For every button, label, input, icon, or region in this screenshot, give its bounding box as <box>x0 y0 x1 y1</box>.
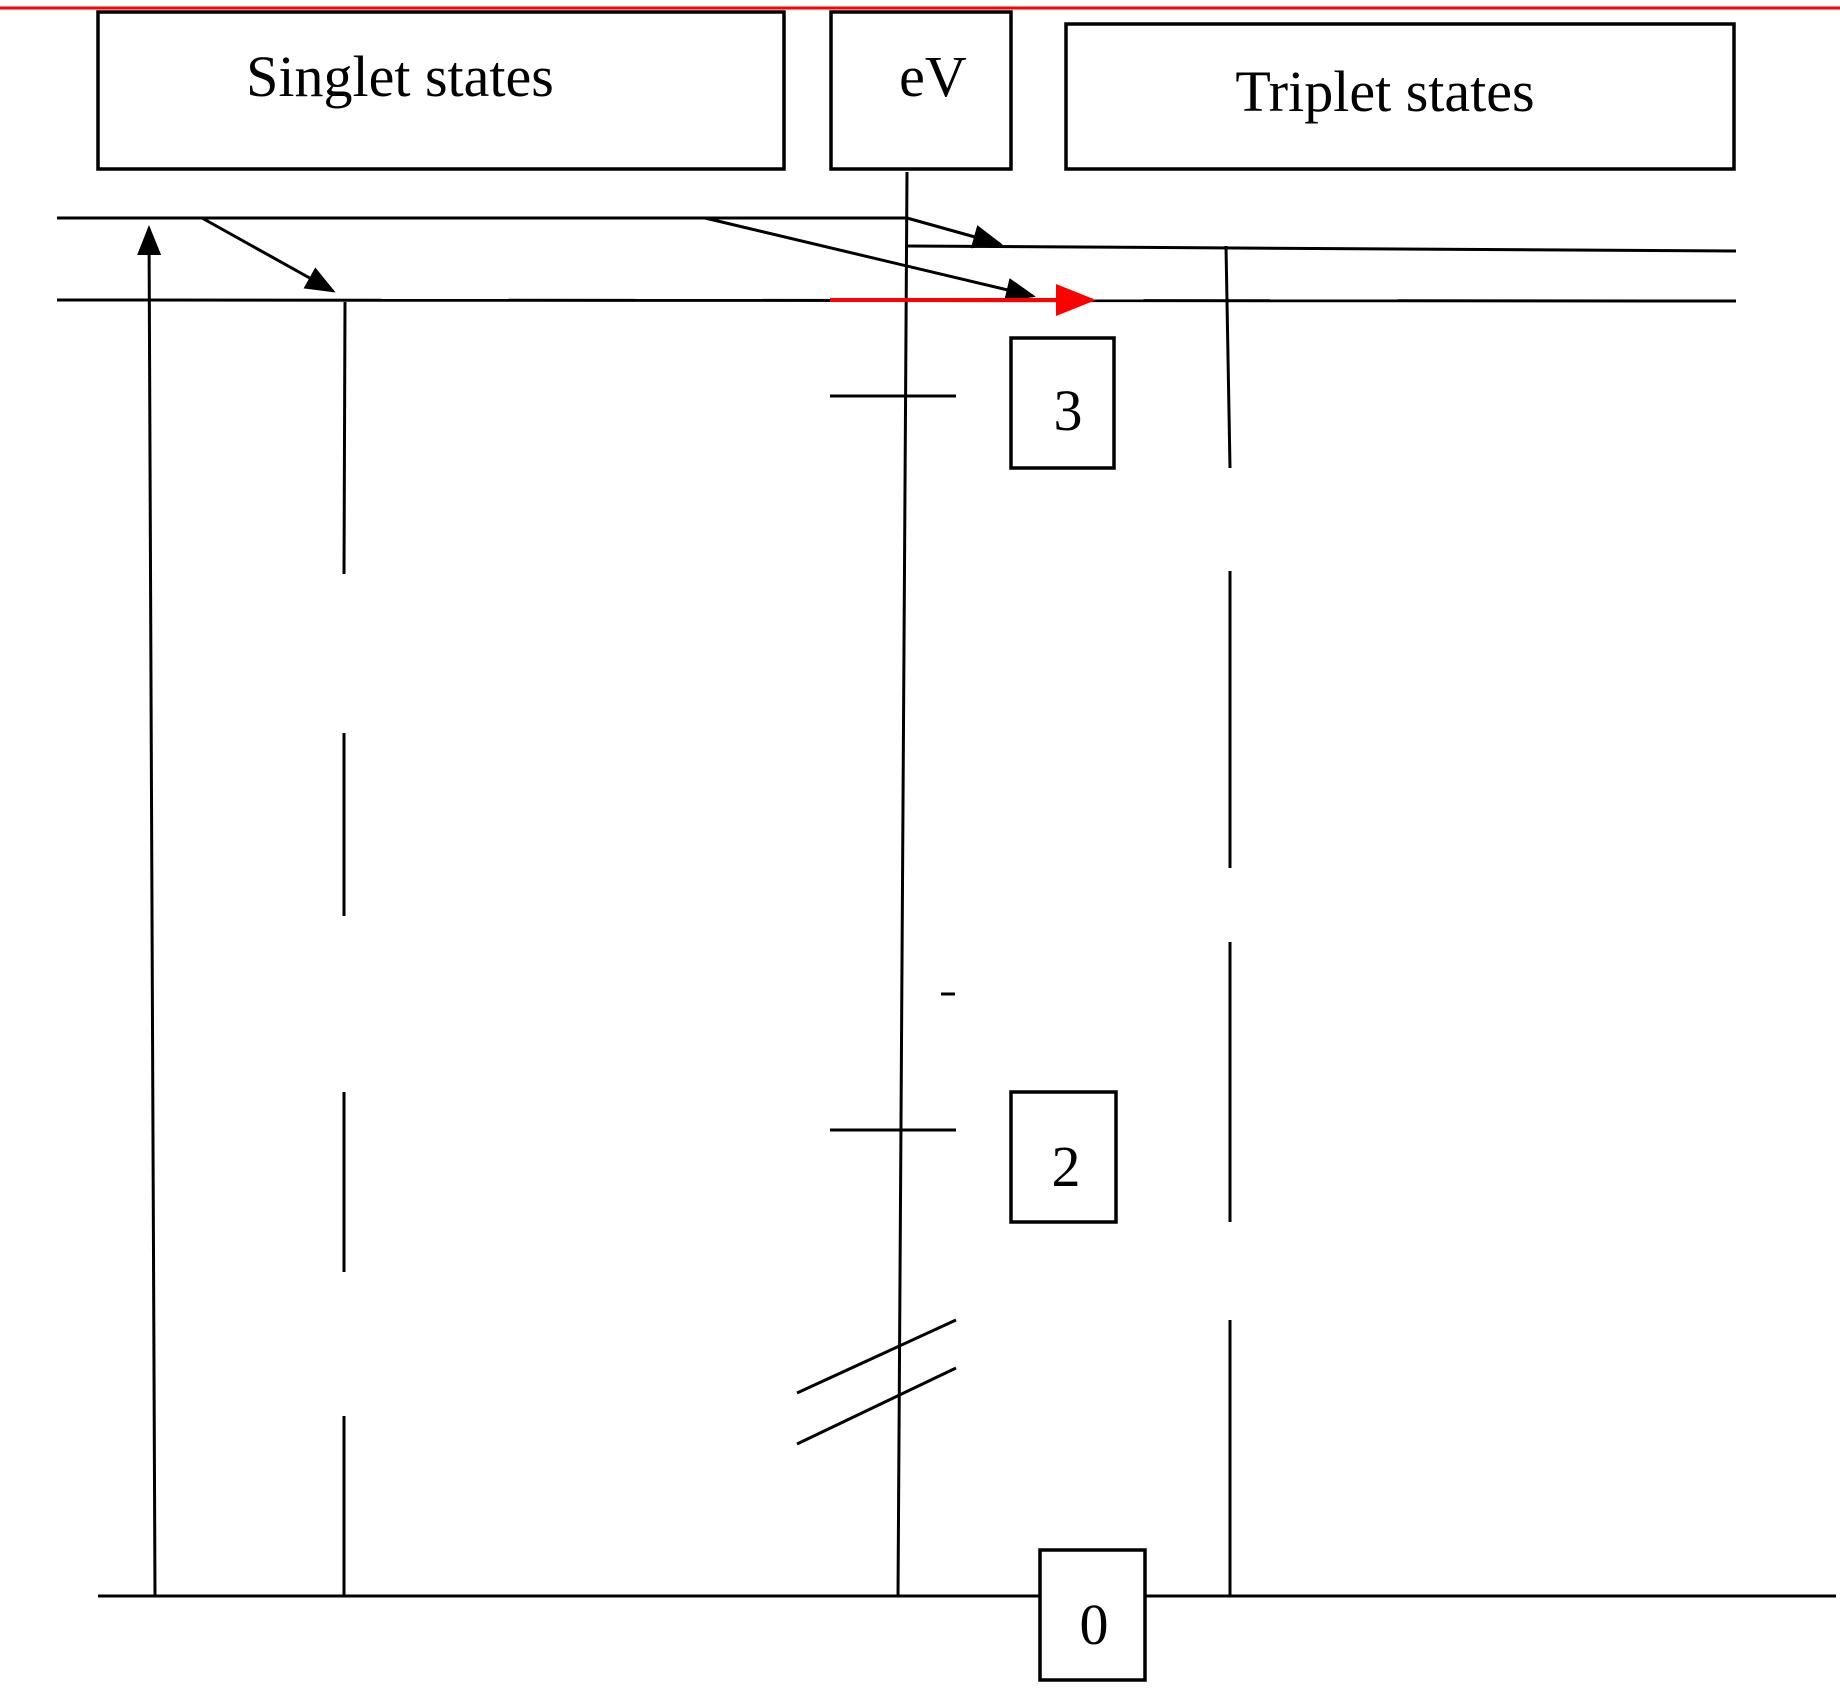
tick-label-0: 0 <box>1080 1592 1109 1657</box>
tick-label-2: 2 <box>1052 1134 1081 1199</box>
tick-label-3: 3 <box>1054 378 1083 443</box>
energy-unit-label: eV <box>899 44 967 109</box>
isc-arrow-lower <box>704 216 1036 302</box>
triplet-header-box: Triplet states <box>1064 22 1736 171</box>
singlet-dashed-line <box>342 301 347 1596</box>
absorption-arrow <box>137 225 162 1597</box>
energy-axis <box>896 171 909 1597</box>
tick-label-box-3: 3 <box>1009 336 1116 470</box>
singlet-header-box: Singlet states <box>96 10 786 171</box>
triplet-header-label: Triplet states <box>1235 59 1534 124</box>
internal-conversion-arrow <box>201 216 336 293</box>
energy-unit-box: eV <box>829 10 1013 171</box>
tick-label-box-2: 2 <box>1009 1090 1118 1224</box>
triplet-dashed-line <box>1224 245 1232 1596</box>
axis-break-mark <box>796 1366 957 1446</box>
singlet-header-label: Singlet states <box>246 44 554 109</box>
triplet-level-t2 <box>906 244 1737 253</box>
axis-break-mark <box>796 1318 957 1395</box>
isc-arrow-upper <box>906 216 1003 249</box>
tick-label-box-0: 0 <box>1038 1548 1147 1682</box>
